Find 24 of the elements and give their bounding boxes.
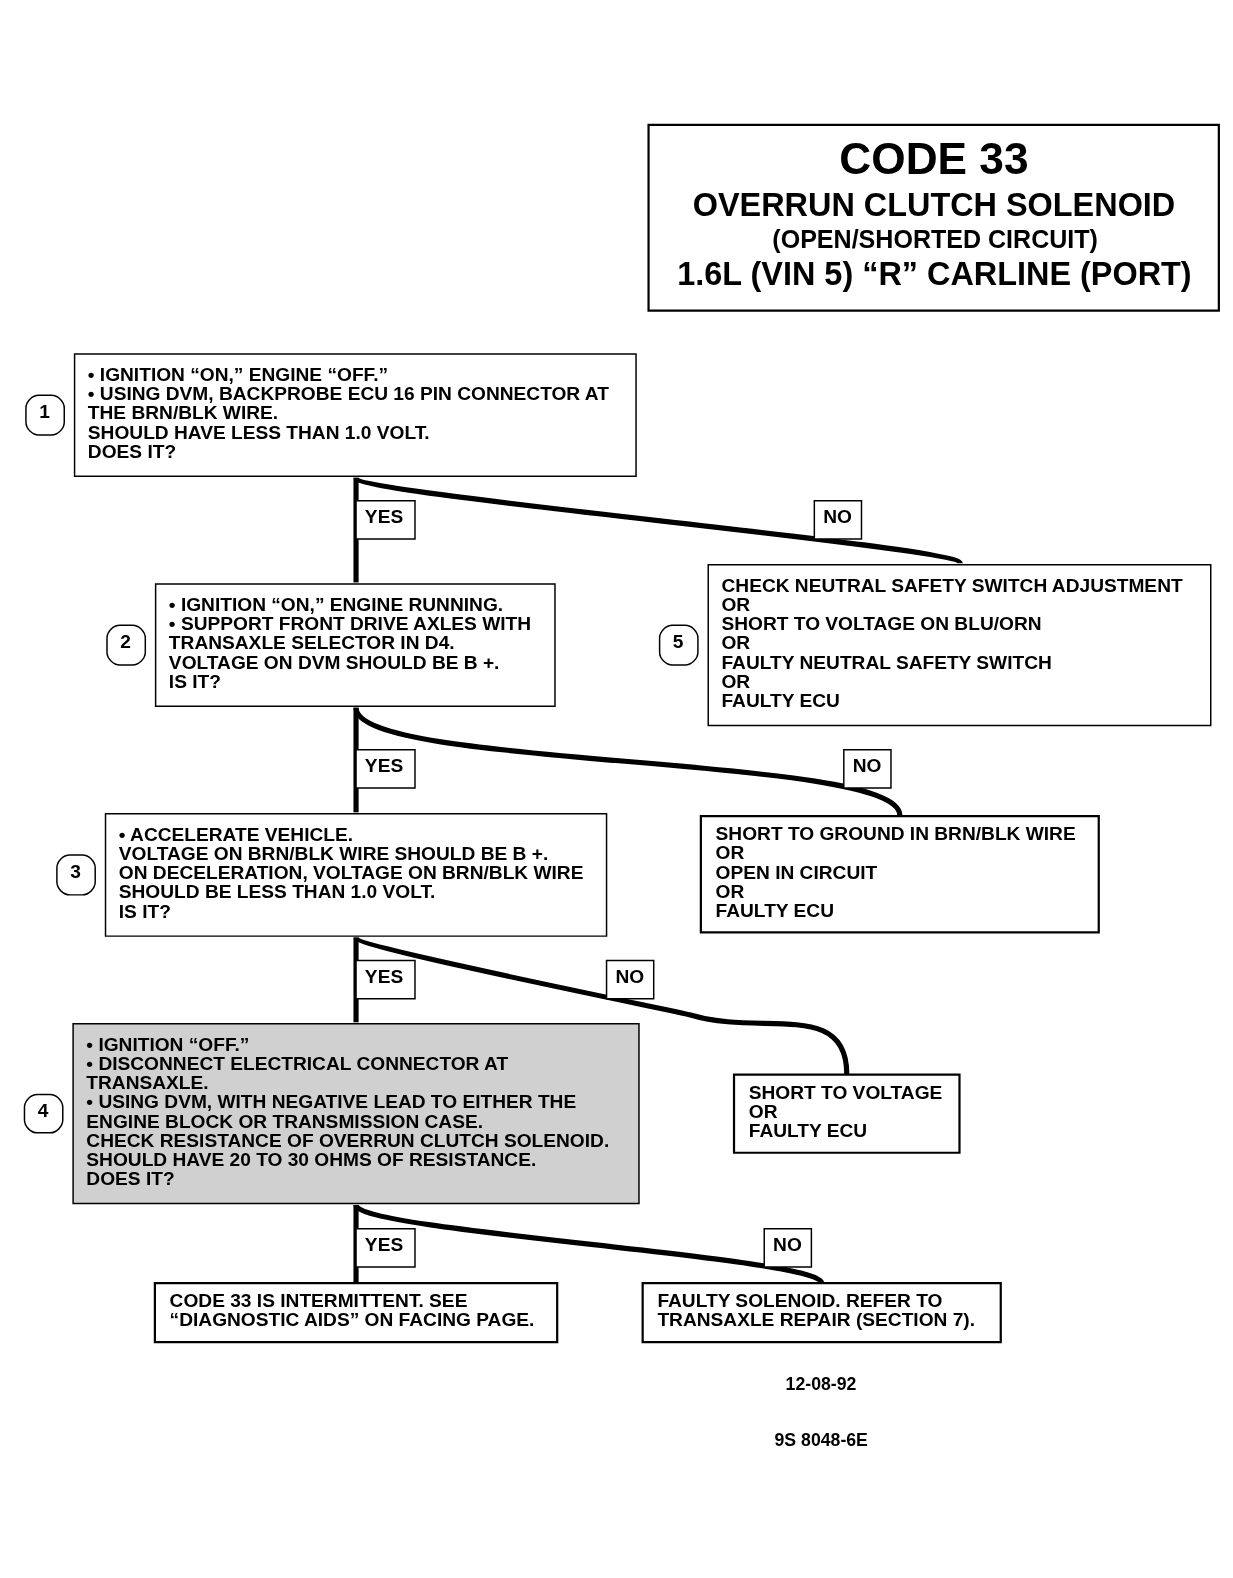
connector (353, 937, 359, 1022)
connector (353, 1204, 359, 1283)
node-label: 1 (39, 400, 50, 422)
connector (353, 707, 359, 812)
node-box: CODE 33 OVERRUN CLUTCH SOLENOID (OPEN/SHORTED CIRCUIT) 1.6L (VIN 5) “R” CARLINE (PORT) (647, 123, 1220, 312)
node-label: 4 (37, 1099, 49, 1121)
label: 12-08-92 (785, 1373, 857, 1394)
edge-label: NO (773, 1233, 802, 1255)
node-box: CODE 33 IS INTERMITTENT. SEE “DIAGNOSTIC AIDS” ON FACING PAGE. (153, 1281, 559, 1343)
edge-label: NO (823, 505, 852, 527)
connector (353, 477, 359, 582)
label: 9S 8048-6E (774, 1429, 868, 1450)
edge-label: YES (364, 505, 404, 527)
edge-label: NO (852, 754, 882, 776)
edge-label: YES (364, 965, 404, 987)
edge-label: NO (615, 965, 645, 987)
node-box: SHORT TO GROUND IN BRN/BLK WIRE OR OPEN IN CIRCUIT OR FAULTY ECU (699, 814, 1100, 934)
node-label: 2 (120, 630, 131, 652)
edge-label: YES (364, 754, 404, 776)
node-label: 3 (70, 860, 81, 882)
node-box: SHORT TO VOLTAGE OR FAULTY ECU (732, 1073, 961, 1154)
node-box: FAULTY SOLENOID. REFER TO TRANSAXLE REPAIR (SECTION 7). (641, 1281, 1002, 1343)
node-label: 5 (672, 630, 684, 652)
edge-label: YES (364, 1233, 404, 1255)
